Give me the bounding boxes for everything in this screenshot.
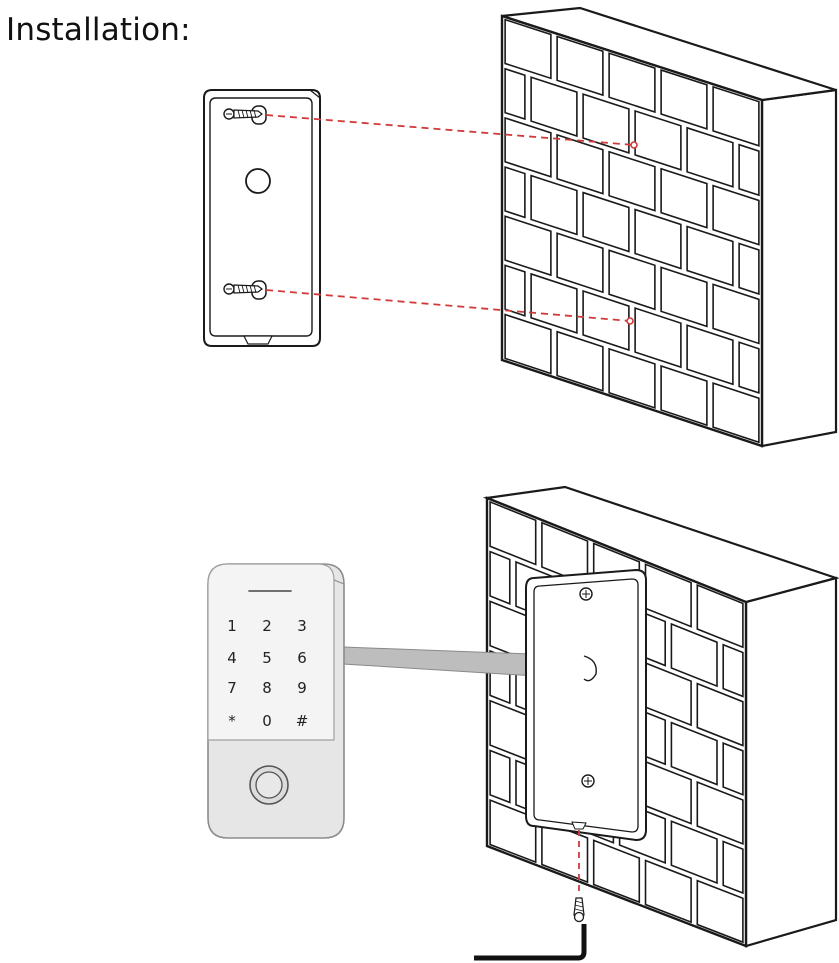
brick [504,215,552,277]
brick [696,780,744,846]
brick [722,643,744,698]
brick [738,242,760,296]
brick [504,165,526,219]
keypad-key: 5 [262,649,272,667]
brick [696,583,744,649]
screw-icon [573,897,585,923]
keypad-key: 6 [297,649,307,667]
screw-icon [223,283,263,295]
keypad-key: 1 [227,617,237,635]
keypad-key: 4 [227,649,237,667]
brick [660,266,708,328]
brick [686,225,734,287]
brick [489,550,511,605]
brick [608,249,656,311]
keypad-key: 8 [262,679,272,697]
brick [530,272,578,334]
keypad-device: 1 2 3 4 5 6 7 8 9 * 0 # [207,563,345,839]
brick [686,126,734,188]
brick [712,382,760,444]
brick [556,35,604,97]
top-brick-wall [500,6,838,448]
brick [608,150,656,212]
brick [530,174,578,236]
brick [582,191,630,253]
keypad-key: 2 [262,617,272,635]
screw-icon [223,108,263,120]
brick [660,364,708,427]
brick [556,133,604,195]
brick [696,879,744,944]
brick [738,341,760,394]
brick [670,721,718,786]
brick [489,749,511,804]
brick [660,167,708,229]
brick [489,500,537,566]
brick [660,68,708,130]
brick [504,264,526,317]
brick [608,347,656,410]
page-title: Installation: [6,12,191,48]
brick [582,289,630,352]
brick [608,52,656,114]
brick [712,283,760,345]
keypad-keys: 1 2 3 4 5 6 7 8 9 * 0 # [227,617,308,730]
brick [504,18,552,80]
brick [530,76,578,138]
brick [634,307,682,369]
keypad-key: 9 [297,679,307,697]
keypad-key: 0 [262,712,272,730]
alignment-guide-lines [265,114,638,325]
brick [556,330,604,392]
top-wall-bricks [504,18,760,444]
brick [712,184,760,246]
brick [712,85,760,147]
brick [489,799,537,864]
brick [686,324,734,386]
brick [696,682,744,747]
brick [504,116,552,178]
keypad-key: 7 [227,679,237,697]
brick [722,840,744,895]
brick [670,820,718,885]
brick [504,67,526,121]
keypad-key: 3 [297,617,307,635]
brick [670,622,718,688]
brick [722,741,744,796]
mounting-back-plate [203,89,321,347]
brick [582,92,630,154]
keypad-key: * [228,712,236,730]
brick [556,232,604,294]
brick [644,859,692,924]
brick [634,208,682,270]
mounted-back-plate [525,568,647,842]
keypad-key: # [296,712,309,730]
hex-key-icon [474,924,587,961]
brick [592,839,641,904]
brick [634,109,682,171]
brick [504,313,552,375]
brick [738,143,760,197]
